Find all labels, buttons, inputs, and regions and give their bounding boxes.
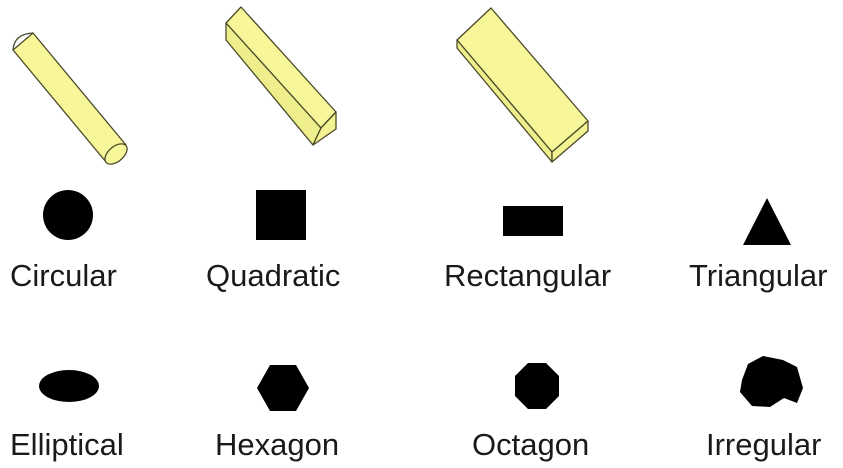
cylinder-body bbox=[13, 33, 126, 162]
label-octagon: Octagon bbox=[472, 427, 589, 463]
label-triangular: Triangular bbox=[689, 258, 827, 294]
square-bar bbox=[226, 7, 336, 145]
label-hexagon: Hexagon bbox=[215, 427, 339, 463]
label-irregular: Irregular bbox=[706, 427, 821, 463]
label-elliptical: Elliptical bbox=[10, 427, 124, 463]
hexagon-icon bbox=[257, 365, 309, 411]
square-icon bbox=[256, 190, 306, 240]
octagon-icon bbox=[515, 363, 559, 409]
label-circular: Circular bbox=[10, 258, 117, 294]
label-quadratic: Quadratic bbox=[206, 258, 340, 294]
rectangle-icon bbox=[503, 206, 563, 236]
rect-bar-top-face bbox=[457, 8, 588, 152]
triangle-icon bbox=[743, 198, 791, 245]
rectangular-bar bbox=[457, 8, 588, 162]
circle-icon bbox=[43, 190, 93, 240]
label-rectangular: Rectangular bbox=[444, 258, 611, 294]
square-bar-top-face bbox=[226, 7, 336, 128]
cylindrical-rod bbox=[13, 33, 131, 168]
irregular-shape-icon bbox=[740, 356, 803, 407]
ellipse-icon bbox=[39, 370, 99, 402]
